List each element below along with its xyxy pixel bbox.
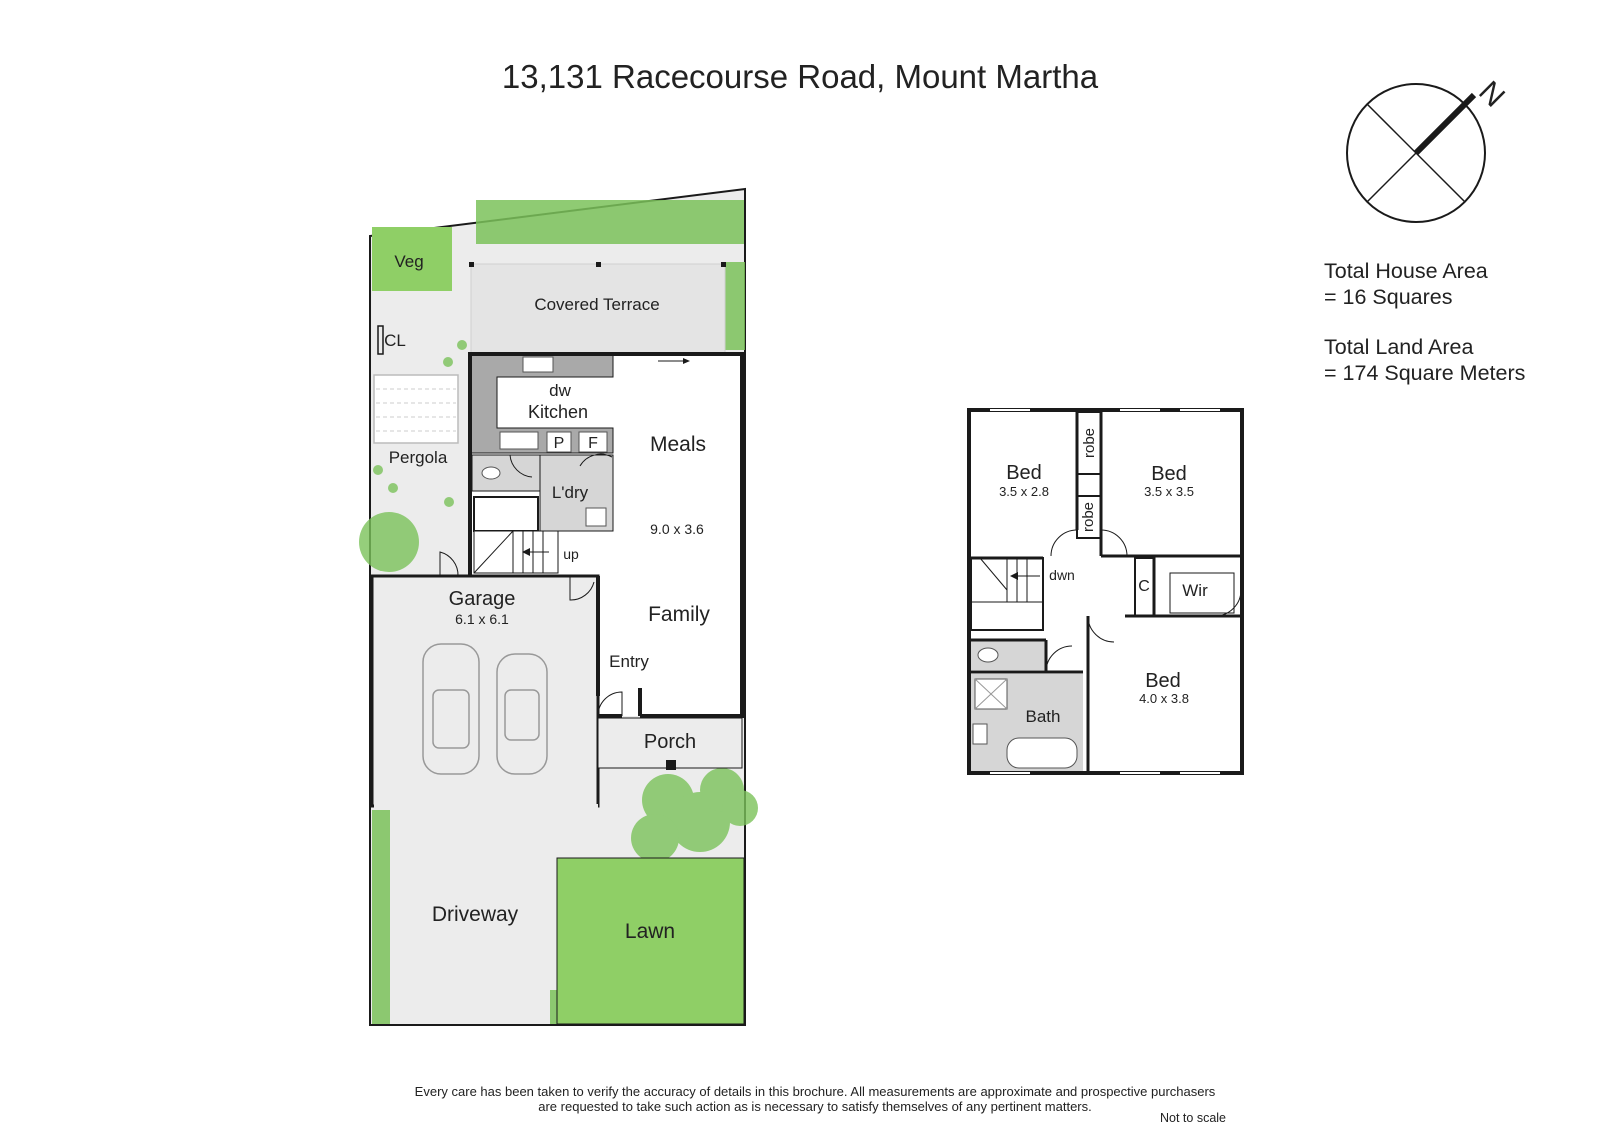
- bed3-dimensions: 4.0 x 3.8: [1139, 691, 1189, 706]
- meals-family-dimensions: 9.0 x 3.6: [650, 521, 704, 537]
- cooktop-icon: [499, 431, 539, 450]
- ground-floor-plan: Veg Covered Terrace CL Pergola dw Kitche…: [359, 187, 758, 1026]
- robe1-label: robe: [1081, 428, 1098, 458]
- disclaimer-line-2: are requested to take such action as is …: [538, 1099, 1092, 1114]
- wir-label: Wir: [1182, 581, 1208, 600]
- not-to-scale-note: Not to scale: [1160, 1111, 1227, 1125]
- driveway-hedge: [372, 810, 390, 1024]
- pergola-structure: [373, 374, 459, 444]
- total-house-area: Total House Area = 16 Squares: [1324, 258, 1488, 310]
- sink-icon: [522, 356, 554, 373]
- kitchen-bench: [469, 353, 614, 454]
- bathtub-icon: [1006, 737, 1078, 769]
- meals-label: Meals: [650, 433, 706, 456]
- clothesline-label: CL: [384, 331, 406, 350]
- stairs-down: [970, 557, 1044, 631]
- toilet-icon: [481, 466, 501, 480]
- house-area-value: = 16 Squares: [1324, 285, 1453, 309]
- compass-icon: N: [1346, 75, 1511, 223]
- pergola-label: Pergola: [389, 448, 448, 467]
- car-icon: [422, 643, 548, 775]
- veg-label: Veg: [394, 252, 423, 271]
- fridge-label: F: [588, 435, 598, 452]
- laundry-label: L'dry: [552, 483, 589, 502]
- garage-dimensions: 6.1 x 6.1: [455, 611, 509, 627]
- clothesline-icon: [377, 325, 384, 355]
- dishwasher-label: dw: [549, 381, 571, 400]
- door-swings: [439, 453, 623, 717]
- garage-label: Garage: [449, 588, 516, 610]
- lawn-area: [556, 857, 745, 1025]
- toilet-icon-upstairs: [977, 647, 999, 663]
- top-hedge: [476, 200, 744, 244]
- land-area-label: Total Land Area: [1324, 335, 1474, 359]
- covered-terrace: [470, 263, 726, 355]
- garden-shrubs: [359, 340, 758, 862]
- pantry-box: [546, 431, 572, 453]
- robe2-label: robe: [1080, 502, 1097, 532]
- linen-label: C: [1138, 578, 1150, 595]
- north-label: N: [1472, 75, 1511, 114]
- land-area-value: = 174 Square Meters: [1324, 361, 1526, 385]
- house-area-label: Total House Area: [1324, 259, 1488, 283]
- entry-label: Entry: [609, 652, 649, 671]
- bath-label: Bath: [1026, 707, 1061, 726]
- covered-terrace-label: Covered Terrace: [534, 295, 659, 314]
- family-label: Family: [648, 603, 710, 626]
- bed1-dimensions: 3.5 x 2.8: [999, 484, 1049, 499]
- laundry-tub-icon: [585, 507, 607, 527]
- stairs-down-label: dwn: [1049, 567, 1075, 583]
- first-floor-door-swings: [1045, 529, 1242, 673]
- first-floor-walls: [967, 408, 1244, 775]
- pantry-label: P: [554, 435, 565, 452]
- windows: [990, 409, 1220, 774]
- basin-icon: [972, 723, 988, 745]
- side-hedge: [725, 262, 745, 350]
- bed1-label: Bed: [1006, 462, 1042, 484]
- bed2-dimensions: 3.5 x 3.5: [1144, 484, 1194, 499]
- laundry-room: [539, 454, 614, 532]
- house-walls: [468, 352, 744, 718]
- first-floor-plan: Bed 3.5 x 2.8 Bed 3.5 x 3.5 robe robe dw…: [967, 408, 1244, 775]
- stairs-up-label: up: [563, 546, 579, 562]
- kitchen-label: Kitchen: [528, 402, 588, 422]
- page-title: 13,131 Racecourse Road, Mount Martha: [501, 58, 1099, 95]
- disclaimer: Every care has been taken to verify the …: [300, 1084, 1330, 1114]
- total-land-area: Total Land Area = 174 Square Meters: [1324, 334, 1525, 386]
- porch-label: Porch: [644, 731, 696, 753]
- veg-patch: [372, 227, 452, 291]
- lawn-label: Lawn: [625, 920, 675, 943]
- bed3-label: Bed: [1145, 670, 1181, 692]
- driveway-label: Driveway: [432, 903, 519, 926]
- fridge-box: [578, 431, 608, 453]
- bed2-label: Bed: [1151, 463, 1187, 485]
- disclaimer-line-1: Every care has been taken to verify the …: [414, 1084, 1216, 1099]
- stairs: [473, 496, 559, 574]
